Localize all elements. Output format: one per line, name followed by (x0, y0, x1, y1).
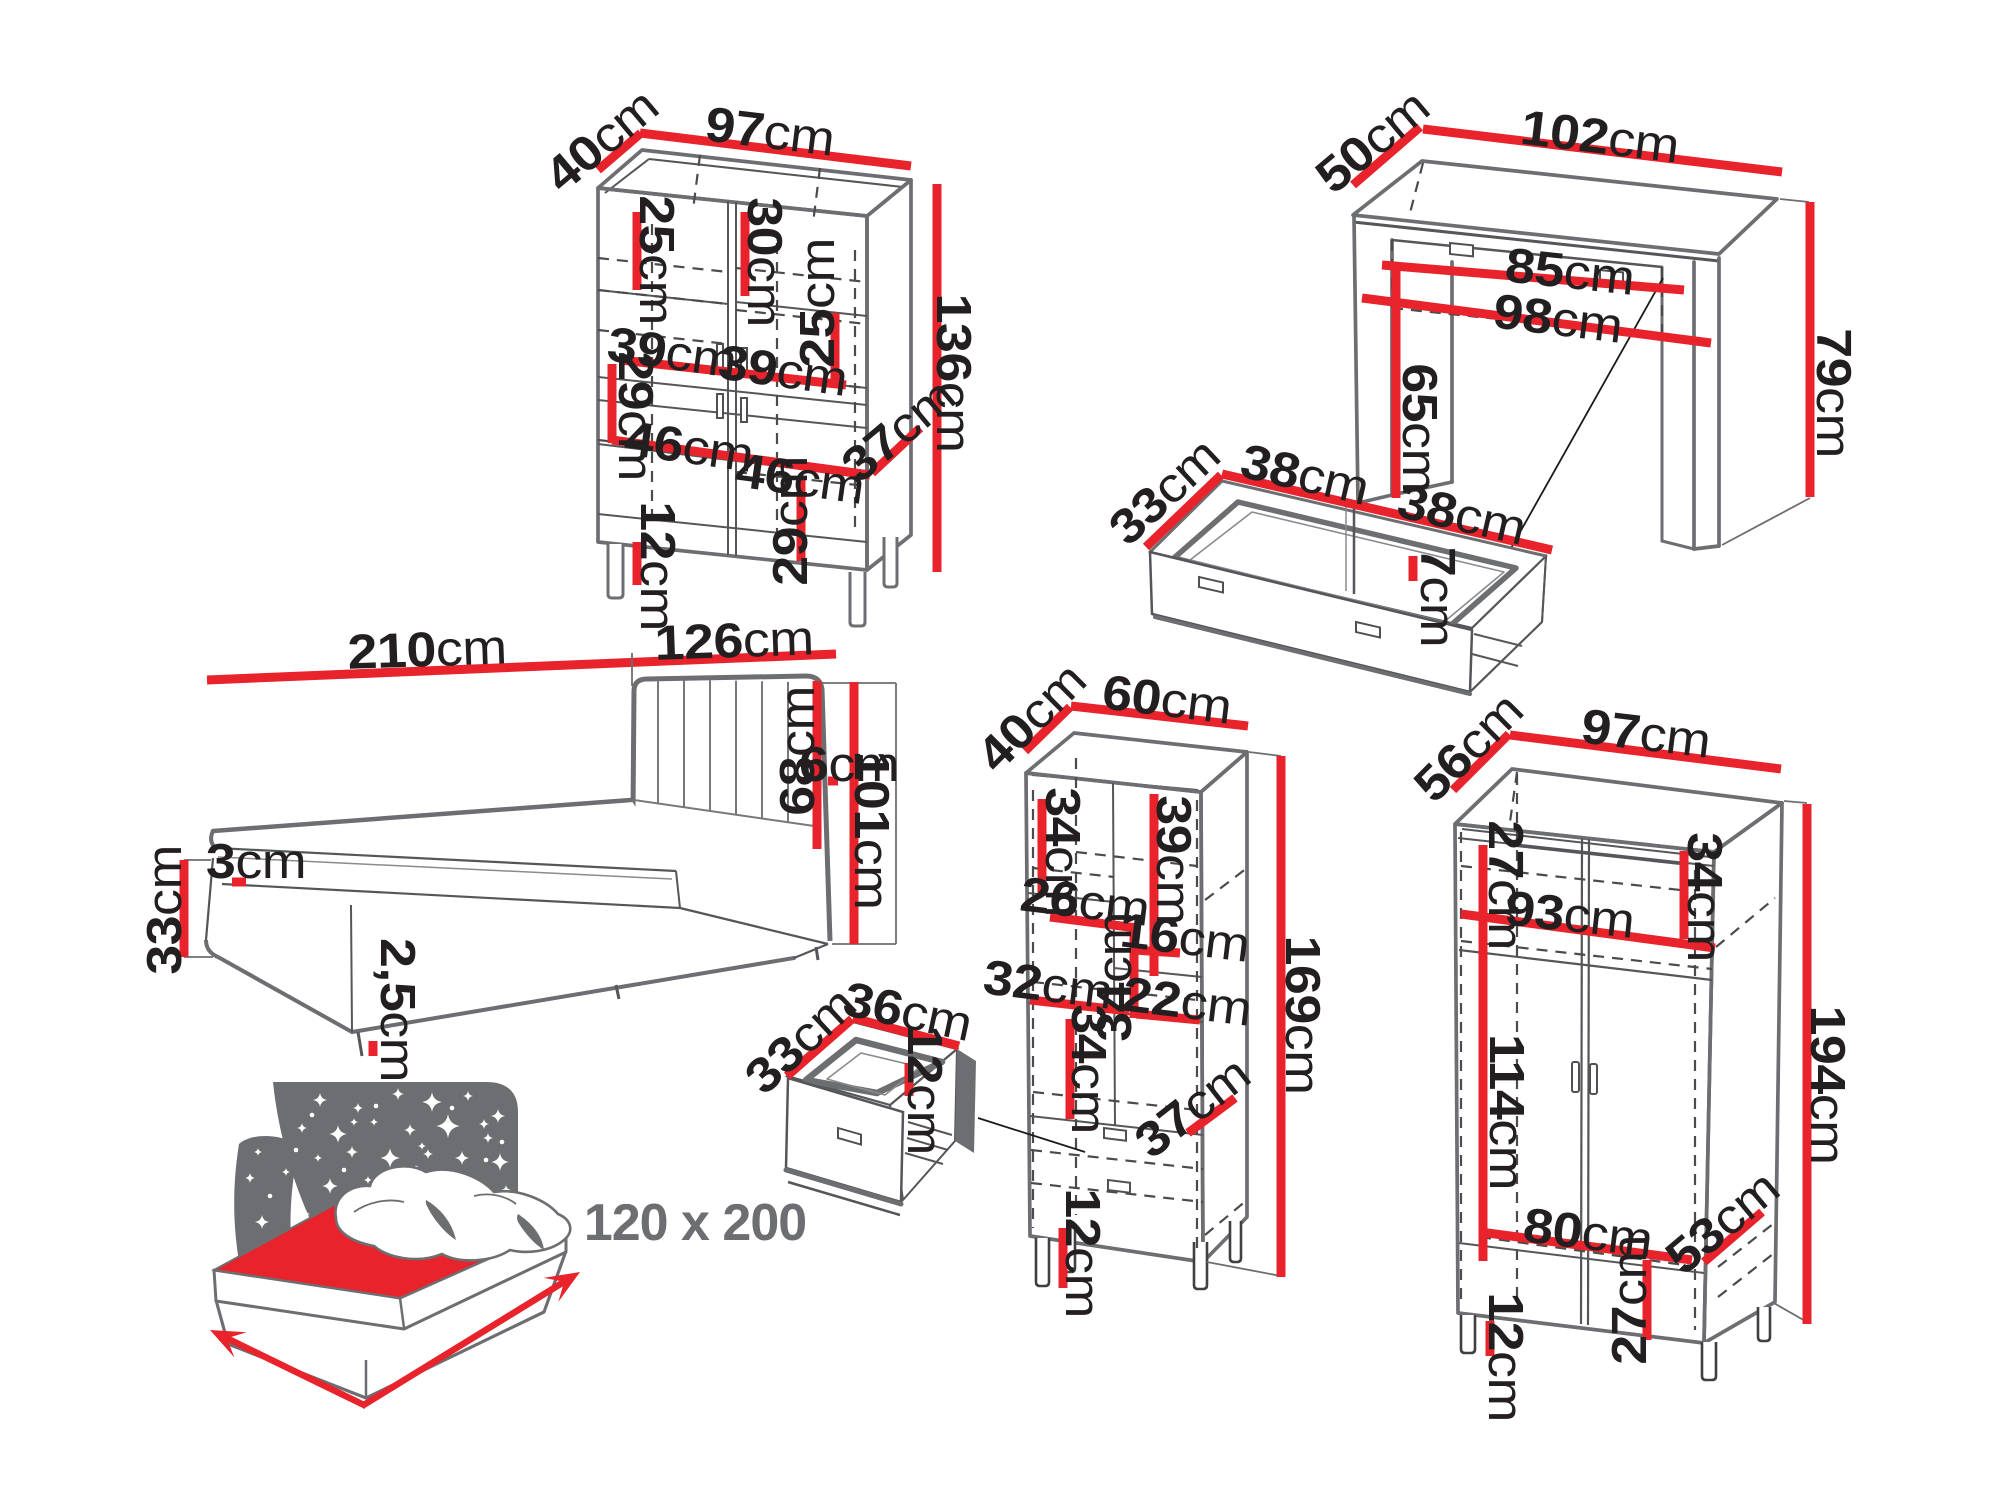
svg-text:6cm: 6cm (799, 736, 899, 791)
svg-text:126cm: 126cm (654, 610, 815, 671)
svg-text:93cm: 93cm (1503, 880, 1638, 948)
svg-text:34cm: 34cm (1086, 912, 1141, 1042)
svg-text:34cm: 34cm (1035, 787, 1090, 917)
svg-text:136cm: 136cm (926, 293, 981, 452)
svg-text:34cm: 34cm (1677, 832, 1732, 962)
svg-text:12cm: 12cm (897, 1025, 952, 1155)
svg-text:39cm: 39cm (604, 316, 740, 389)
svg-text:33cm: 33cm (136, 845, 191, 975)
svg-text:34cm: 34cm (1061, 1004, 1116, 1134)
svg-text:101cm: 101cm (844, 750, 899, 909)
svg-text:169cm: 169cm (1275, 935, 1330, 1094)
svg-text:12cm: 12cm (630, 501, 685, 631)
svg-text:7cm: 7cm (1410, 547, 1465, 647)
svg-text:27cm: 27cm (1601, 1235, 1656, 1365)
svg-text:39cm: 39cm (1146, 795, 1201, 925)
svg-text:79cm: 79cm (1806, 328, 1861, 458)
svg-text:120 x 200: 120 x 200 (584, 1194, 806, 1252)
svg-text:80cm: 80cm (1520, 1197, 1655, 1268)
svg-text:29cm: 29cm (762, 456, 817, 586)
svg-text:12cm: 12cm (1478, 1292, 1533, 1422)
svg-text:2,5cm: 2,5cm (370, 938, 425, 1082)
svg-text:25cm: 25cm (789, 238, 844, 368)
svg-text:85cm: 85cm (1503, 237, 1638, 305)
svg-text:65cm: 65cm (1392, 363, 1447, 493)
svg-text:98cm: 98cm (1490, 283, 1625, 354)
svg-text:194cm: 194cm (1800, 1005, 1855, 1164)
svg-text:29cm: 29cm (608, 351, 663, 481)
svg-text:27cm: 27cm (1478, 820, 1533, 950)
svg-text:30cm: 30cm (737, 197, 792, 327)
svg-text:3cm: 3cm (206, 833, 306, 888)
svg-text:114cm: 114cm (1479, 1034, 1534, 1190)
svg-text:32cm: 32cm (980, 949, 1115, 1020)
svg-text:210cm: 210cm (347, 619, 508, 680)
svg-text:25cm: 25cm (629, 195, 684, 325)
svg-text:68cm: 68cm (769, 686, 824, 816)
svg-text:12cm: 12cm (1055, 1188, 1110, 1318)
